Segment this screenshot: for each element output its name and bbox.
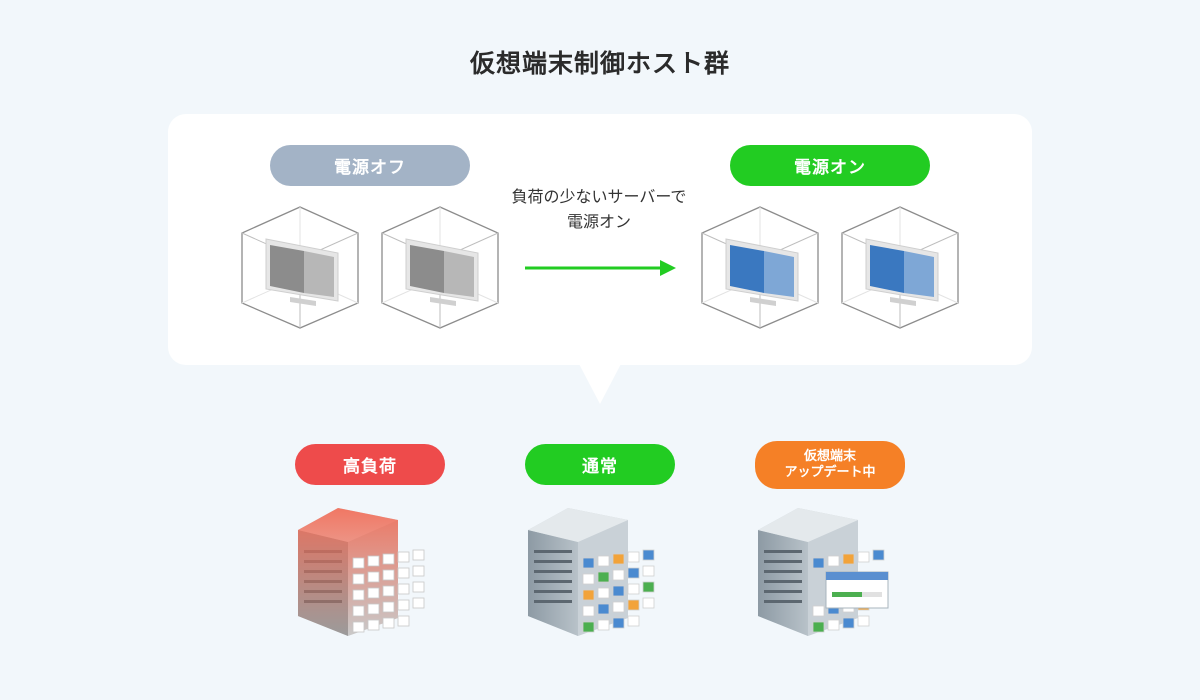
- panel-pointer: [578, 362, 622, 404]
- power-off-label: 電源オフ: [270, 145, 470, 186]
- monitor-on-icon: [701, 206, 819, 329]
- page-title: 仮想端末制御ホスト群: [469, 49, 730, 78]
- monitor-on-icon: [841, 206, 959, 329]
- monitor-off-icon: [241, 206, 359, 329]
- host-status-updating: 仮想端末 アップデート中: [755, 441, 905, 489]
- caption-line-1: 負荷の少ないサーバーで: [511, 187, 687, 206]
- caption-line-2: 電源オン: [566, 212, 631, 231]
- host-status-high-load: 高負荷: [295, 444, 445, 485]
- power-on-label: 電源オン: [730, 145, 930, 186]
- power-caption: 負荷の少ないサーバーで 電源オン: [486, 184, 712, 234]
- host-status-normal: 通常: [525, 444, 675, 485]
- server-icon: [298, 508, 425, 636]
- update-window-icon: [825, 571, 889, 609]
- updating-line-2: アップデート中: [784, 465, 876, 480]
- updating-line-1: 仮想端末: [803, 449, 856, 464]
- server-icon: [528, 508, 655, 636]
- server-icon: [758, 508, 889, 636]
- monitor-off-icon: [381, 206, 499, 329]
- arrow-right-icon: [525, 260, 676, 276]
